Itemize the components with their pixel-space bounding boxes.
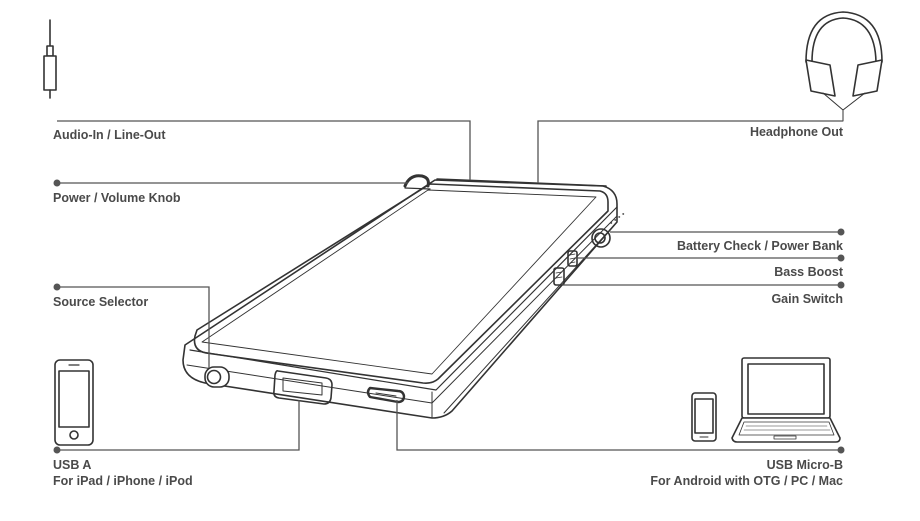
label-usb-a-title: USB A <box>53 458 92 472</box>
label-usb-micro-subtitle: For Android with OTG / PC / Mac <box>650 474 843 488</box>
label-battery-check: Battery Check / Power Bank <box>676 239 843 253</box>
headphones-icon <box>805 11 883 122</box>
label-headphone-out: Headphone Out <box>749 125 843 139</box>
callout-dot <box>53 179 61 187</box>
label-usb-a-subtitle: For iPad / iPhone / iPod <box>53 474 193 488</box>
callout-dot <box>837 228 845 236</box>
callout-line-usb-micro <box>396 400 841 451</box>
label-audio-in: Audio-In / Line-Out <box>53 128 166 142</box>
callout-dot <box>837 446 845 454</box>
label-source-selector: Source Selector <box>53 295 149 309</box>
callout-dot <box>53 283 61 291</box>
callout-line-headphone <box>537 120 843 183</box>
callout-line-usb-a <box>57 400 300 451</box>
label-gain-switch: Gain Switch <box>771 292 843 306</box>
label-usb-micro-title: USB Micro-B <box>766 458 843 472</box>
label-power-volume: Power / Volume Knob <box>53 191 181 205</box>
callout-dot <box>53 446 61 454</box>
callout-dot <box>837 281 845 289</box>
amplifier-device <box>182 174 625 419</box>
smartphone-icon <box>691 392 717 442</box>
iphone-icon <box>54 359 94 446</box>
callout-line-audio-in <box>57 120 471 180</box>
callout-dot <box>837 254 845 262</box>
laptop-icon <box>731 357 841 443</box>
label-bass-boost: Bass Boost <box>774 265 843 279</box>
audio-jack-icon <box>43 19 57 99</box>
callout-line-source <box>57 286 210 368</box>
